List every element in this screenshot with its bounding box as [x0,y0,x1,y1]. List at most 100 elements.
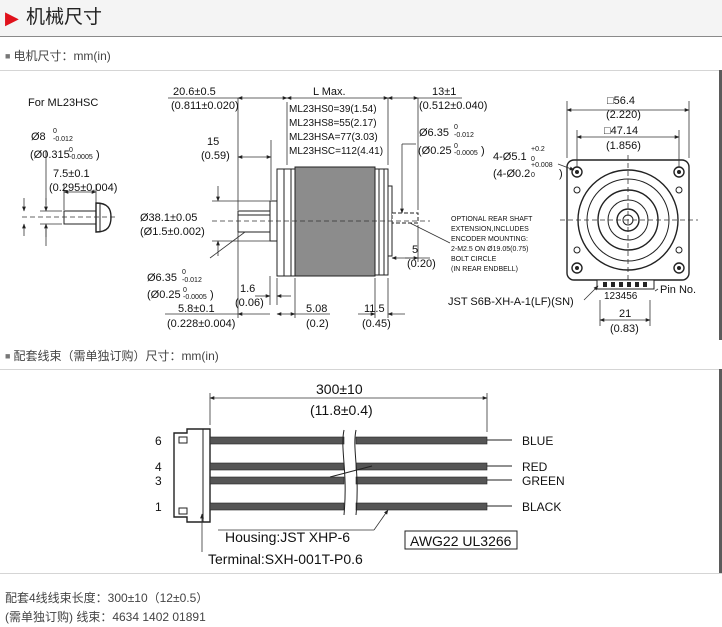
awg-label: AWG22 UL3266 [410,533,512,549]
flat-length-label: 7.5±0.1 [53,168,90,180]
paren-close: ) [96,149,100,161]
rear-shaft-in-label: (Ø0.25 [418,145,452,157]
pilot-dia-label: Ø38.1±0.05 [140,212,197,224]
header-divider [0,36,722,37]
wire-label: GREEN [522,474,565,488]
connector-width-in-label: (0.83) [610,323,639,335]
tolerance-sup: 0 [183,287,187,294]
pin-label: 4 [155,460,162,474]
tolerance-sub: -0.0005 [183,294,207,301]
paren-close: ) [481,145,485,157]
model-label: For ML23HSC [28,97,98,109]
key-length-label: 15 [207,136,219,148]
tolerance-sup: 0 [53,128,57,135]
l-row: ML23HSA=77(3.03) [289,132,378,143]
key-length-in-label: (0.59) [201,150,230,162]
pin-label: 3 [155,474,162,488]
motor-side-view: 20.6±0.5 (0.811±0.020) L Max. ML23HS0=39… [140,86,533,330]
hole-in-label: (4-Ø0.2 [493,168,530,180]
flat-depth-in-label: (0.228±0.004) [167,318,235,330]
front-length-label: 20.6±0.5 [173,86,216,98]
square-size-label: □56.4 [607,95,635,107]
rear-cap-label: 11.5 [364,303,385,315]
l-row: ML23HS8=55(2.17) [289,118,377,129]
square-bullet-icon: ■ [5,51,11,61]
rear-ext-label: 5 [412,244,418,256]
tolerance-sup: 0 [454,124,458,131]
front-length-in-label: (0.811±0.020) [171,100,239,112]
square-size-in-label: (2.220) [606,109,641,121]
harness-drawing: 300±10 (11.8±0.4) 6 4 [155,381,565,567]
section-divider [0,70,722,71]
front-shaft-in-label: (Ø0.25 [147,289,181,301]
motor-dimensions-label: ■电机尺寸：mm(in) [5,49,111,63]
flat-depth-label: 5.8±0.1 [178,303,215,315]
rear-note-line: 2-M2.5 ON Ø19.05(0.75) [451,246,528,253]
hole-label: 4-Ø5.1 [493,151,527,163]
rear-ext-in-label: (0.20) [407,258,436,270]
motor-end-view: □56.4 (2.220) □47.14 (1.856) [448,95,698,335]
right-edge-bar [719,369,722,574]
section-divider [0,369,722,370]
paren-close: ) [559,168,563,180]
shaft-dia-label: Ø8 [31,131,46,143]
rear-note-line: OPTIONAL REAR SHAFT [451,216,533,223]
harness-length-note: 配套4线线束长度：300±10（12±0.5） [5,591,209,605]
wire-black [209,502,512,511]
shaft-end-view: Ø8 0 -0.012 (Ø0.315 0 -0.0005 ) 7.5±0.1 … [22,128,118,246]
rear-cap-in-label: (0.45) [362,318,391,330]
rear-note-line: (IN REAR ENDBELL) [451,266,518,273]
pilot-height-in-label: (0.06) [235,297,264,309]
connector-label: JST S6B-XH-A-1(LF)(SN) [448,296,574,308]
harness-part-number: (需单独订购) 线束：4634 1402 01891 [5,610,206,624]
flat-length-in-label: (0.295±0.004) [49,182,117,194]
tolerance-sup: 0 [454,143,458,150]
tolerance-sub: -0.012 [182,277,202,284]
l-row: ML23HS0=39(1.54) [289,104,377,115]
wire-green [209,476,512,485]
wire-label: RED [522,460,548,474]
pin-label: 1 [155,500,162,514]
harness-dimensions-label: ■配套线束（需单独订购）尺寸：mm(in) [5,349,219,363]
rear-length-label: 13±1 [432,86,456,98]
tolerance-sub: -0.0005 [69,154,93,161]
wire-blue [209,436,512,445]
rear-note-line: ENCODER MOUNTING: [451,236,528,243]
rear-length-in-label: (0.512±0.040) [419,100,487,112]
tolerance-sub: -0.012 [454,132,474,139]
tolerance-sup: 0 [69,147,73,154]
motor-drawing: For ML23HSC Ø8 0 -0.012 (Ø0.315 0 -0.000… [22,86,698,335]
flange-thickness-in-label: (0.2) [306,318,329,330]
tolerance-sup: 0 [182,269,186,276]
pin-label: 6 [155,434,162,448]
l-row: ML23HSC=112(4.41) [289,146,383,157]
terminal-label: Terminal:SXH-001T-P0.6 [208,551,363,567]
pilot-dia-in-label: (Ø1.5±0.002) [140,226,205,238]
page-title: 机械尺寸 [26,7,103,28]
harness-length-label: 300±10 [316,381,363,397]
tolerance-sub: -0.0005 [454,150,478,157]
flange-thickness-label: 5.08 [306,303,327,315]
pilot-height-label: 1.6 [240,283,255,295]
tolerance-sup: +0.2 [531,146,545,153]
right-edge-bar [719,70,722,340]
wire-label: BLUE [522,434,553,448]
section-divider [0,573,722,574]
tolerance-sup: +0.008 [531,162,553,169]
tolerance-sub: -0.012 [53,136,73,143]
pin-numbers: 123456 [604,291,638,302]
wire-label: BLACK [522,500,561,514]
section-header: ▶ 机械尺寸 [0,0,722,37]
shaft-dia-in-label: (Ø0.315 [30,149,70,161]
paren-close: ) [210,289,214,301]
bolt-square-in-label: (1.856) [606,140,641,152]
connector-width-label: 21 [619,308,631,320]
rear-note-line: BOLT CIRCLE [451,256,497,263]
harness-length-in-label: (11.8±0.4) [310,402,373,418]
pin-no-label: Pin No. [660,284,696,296]
triangle-arrow-icon: ▶ [5,8,19,28]
tolerance-sub: 0 [531,156,535,163]
bolt-square-label: □47.14 [604,125,638,137]
rear-shaft-dia-label: Ø6.35 [419,127,449,139]
